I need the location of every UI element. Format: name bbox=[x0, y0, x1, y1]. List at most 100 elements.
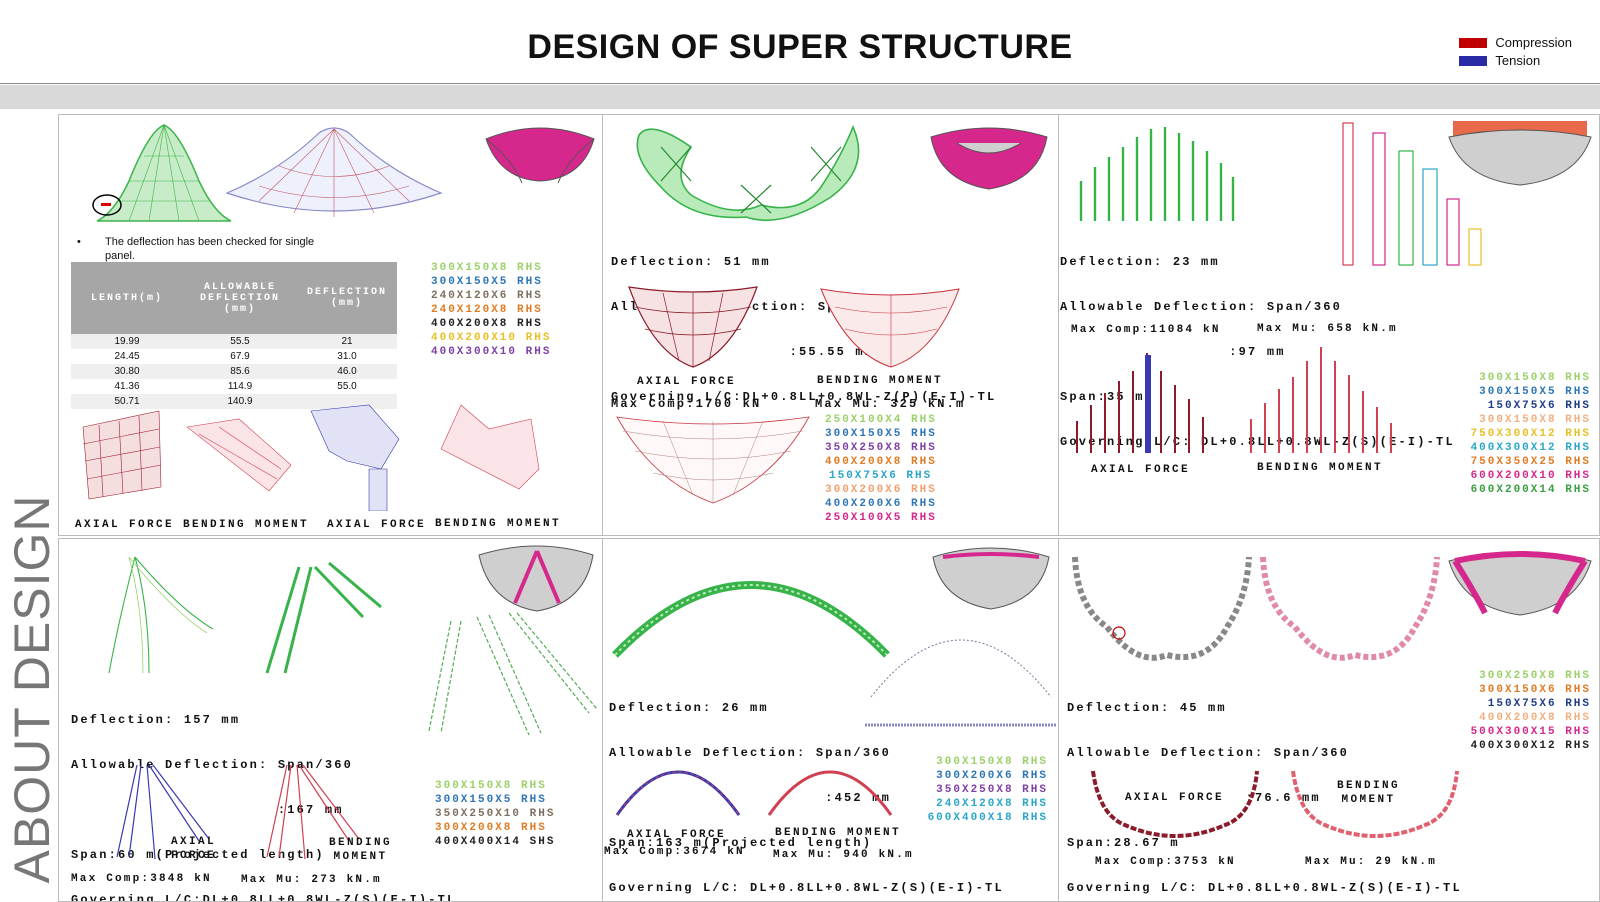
panel3-section-list: 300X150X8 RHS 300X150X5 RHS 150X75X6 RHS… bbox=[1471, 371, 1591, 497]
section-item: 400X200X10 RHS bbox=[431, 332, 552, 344]
columns-elevation-diagram bbox=[1079, 127, 1235, 221]
panel5-axial-diagram bbox=[615, 770, 741, 816]
section-item: 400X400X14 SHS bbox=[435, 836, 556, 848]
max-moment: Max Mu: 325 kN.m bbox=[815, 397, 966, 411]
table-cell: 19.99 bbox=[71, 334, 183, 349]
text-line: Governing L/C:DL+0.8LL+0.8WL-Z(S)(E-I)-T… bbox=[71, 893, 457, 902]
panel4-axial-diagram bbox=[116, 764, 210, 860]
section-item: 750X350X25 RHS bbox=[1470, 456, 1591, 468]
section-item: 400X200X8 RHS bbox=[825, 456, 937, 468]
axial-force-label: AXIAL FORCE bbox=[75, 519, 175, 531]
text-line: Deflection: 23 mm bbox=[1060, 255, 1220, 269]
section-item: 300X200X8 RHS bbox=[435, 822, 547, 834]
text-line: :97 mm bbox=[1060, 345, 1286, 359]
canopy-3d-diagram bbox=[225, 127, 443, 217]
legend-tension-label: Tension bbox=[1495, 53, 1541, 68]
text-line: Governing L/C: DL+0.8LL+0.8WL-Z(S)(E-I)-… bbox=[609, 881, 1004, 895]
bending-moment-label: BENDING MOMENT bbox=[775, 827, 902, 839]
compression-swatch bbox=[1459, 38, 1488, 48]
table-cell: 30.80 bbox=[71, 364, 183, 379]
section-item: 300X200X6 RHS bbox=[936, 770, 1048, 782]
text-line: Governing L/C: DL+0.8LL+0.8WL-Z(S)(E-I)-… bbox=[1060, 435, 1455, 449]
panel6-axial-diagram bbox=[1091, 770, 1259, 838]
bending-moment-label: BENDING MOMENT bbox=[183, 519, 310, 531]
bending-moment-label: BENDING MOMENT bbox=[817, 375, 944, 387]
panel4-section-list: 300X150X8 RHS 300X150X5 RHS 350X250X10 R… bbox=[435, 779, 555, 849]
section-item: 400X300X10 RHS bbox=[431, 346, 552, 358]
panel4-bending-diagram bbox=[266, 764, 360, 860]
deflection-note: • The deflection has been checked for si… bbox=[77, 236, 315, 262]
bending-diagram-2 bbox=[440, 404, 540, 490]
panel3-deflection-text: Deflection: 23 mm Allowable Deflection: … bbox=[1060, 225, 1455, 480]
max-moment: Max Mu: 658 kN.m bbox=[1257, 323, 1398, 335]
table-header: ALLOWABLE DEFLECTION (mm) bbox=[183, 262, 297, 334]
table-cell: 55.5 bbox=[183, 334, 297, 349]
text-line: Allowable Deflection: Span/360 bbox=[609, 746, 892, 760]
truss-wireframe-diagram bbox=[108, 556, 214, 674]
panel4-deflection-text: Deflection: 157 mm Allowable Deflection:… bbox=[71, 683, 457, 902]
header-band bbox=[0, 85, 1600, 109]
legend-compression: Compression bbox=[1459, 34, 1572, 52]
bending-moment-label: BENDING MOMENT bbox=[329, 837, 393, 863]
text-line: Span:163 m(Projected length) bbox=[609, 836, 873, 850]
table-cell: 31.0 bbox=[337, 351, 357, 362]
text-line: :167 mm bbox=[71, 803, 344, 817]
section-item: 240X120X8 RHS bbox=[936, 798, 1048, 810]
section-item: 300X150X8 RHS bbox=[1479, 414, 1591, 426]
table-cell: 46.0 bbox=[297, 364, 397, 379]
section-item: 240X120X8 RHS bbox=[431, 304, 543, 316]
max-moment: Max Mu: 940 kN.m bbox=[773, 849, 914, 861]
truss-3d-diagram bbox=[265, 561, 382, 674]
section-item: 350X250X10 RHS bbox=[435, 808, 556, 820]
table-cell: 67.9 bbox=[230, 351, 250, 362]
table-cell: 140.9 bbox=[183, 394, 297, 409]
text-line: Span:35 m bbox=[1060, 390, 1145, 404]
axial-force-label: AXIAL FORCE bbox=[327, 519, 427, 531]
section-item: 300X150X8 RHS bbox=[431, 262, 543, 274]
table-cell: 24.45 bbox=[114, 351, 140, 362]
table-header-row: LENGTH(m) ALLOWABLE DEFLECTION (mm) DEFL… bbox=[71, 262, 397, 334]
text-line: Allowable Deflection: Span/360 bbox=[1060, 300, 1343, 314]
panel-columns: Deflection: 23 mm Allowable Deflection: … bbox=[1058, 114, 1600, 536]
text-line: Deflection: 51 mm bbox=[611, 255, 771, 269]
table-cell: 21 bbox=[297, 334, 397, 349]
axial-diagram-1 bbox=[82, 410, 162, 500]
section-item: 300X150X8 RHS bbox=[1479, 372, 1591, 384]
section-item: 150X75X6 RHS bbox=[829, 470, 933, 482]
table-cell: 85.6 bbox=[183, 364, 297, 379]
section-item: 240X120X6 RHS bbox=[431, 290, 543, 302]
axial-force-label: AXIAL FORCE bbox=[627, 829, 727, 841]
max-moment: Max Mu: 273 kN.m bbox=[241, 874, 382, 886]
table-cell: 55.0 bbox=[337, 381, 357, 392]
section-item: 400X300X12 RHS bbox=[1470, 740, 1591, 752]
force-legend: Compression Tension bbox=[1459, 34, 1572, 70]
section-item: 300X150X8 RHS bbox=[936, 756, 1048, 768]
table-cell: 41.36 bbox=[114, 381, 140, 392]
panel-single-panel-canopy: • The deflection has been checked for si… bbox=[58, 114, 603, 536]
panel5-deflection-text: Deflection: 26 mm Allowable Deflection: … bbox=[609, 671, 1004, 901]
max-moment: Max Mu: 29 kN.m bbox=[1305, 856, 1438, 868]
section-item: 300X250X8 RHS bbox=[1479, 670, 1591, 682]
panel6-bending-diagram bbox=[1291, 770, 1459, 838]
page-title: DESIGN OF SUPER STRUCTURE bbox=[527, 28, 1073, 66]
section-item: 400X200X8 RHS bbox=[1479, 712, 1591, 724]
axial-force-label: AXIAL FORCE bbox=[171, 836, 217, 862]
table-header: DEFLECTION (mm) bbox=[297, 262, 397, 334]
section-item: 300X200X6 RHS bbox=[825, 484, 937, 496]
section-item: 300X150X5 RHS bbox=[825, 428, 937, 440]
panel6-deflection-text: Deflection: 45 mm Allowable Deflection: … bbox=[1067, 671, 1462, 901]
section-item: 350X250X8 RHS bbox=[825, 442, 937, 454]
arch-elevation-diagram bbox=[865, 639, 1057, 727]
section-item: 750X300X12 RHS bbox=[1470, 428, 1591, 440]
panel2-section-diagram bbox=[616, 416, 810, 504]
text-line: Deflection: 26 mm bbox=[609, 701, 769, 715]
text-line: Governing L/C:DL+0.8LL+0.8WL-Z(P)(E-I)-T… bbox=[611, 390, 997, 404]
max-compression: Max Comp:1700 kN bbox=[611, 397, 762, 411]
section-item: 150X75X6 RHS bbox=[1487, 400, 1591, 412]
axial-force-label: AXIAL FORCE bbox=[1091, 464, 1191, 476]
axial-force-label: AXIAL FORCE bbox=[637, 376, 737, 388]
text-line: Deflection: 45 mm bbox=[1067, 701, 1227, 715]
